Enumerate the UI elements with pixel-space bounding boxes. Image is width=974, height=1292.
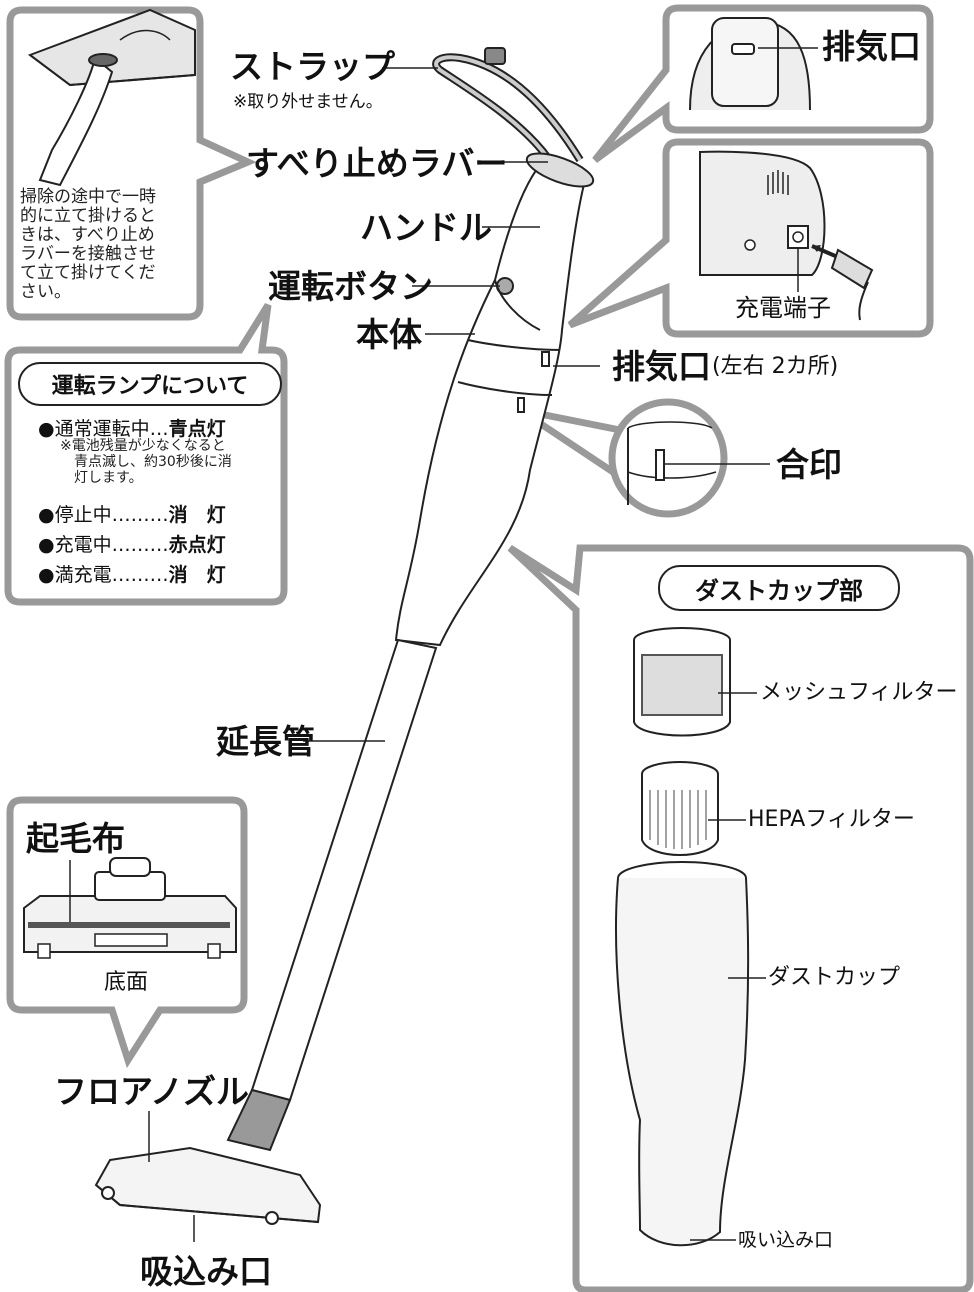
lamp-row-status: 消 灯 (168, 504, 226, 526)
lamp-sub-line: 青点滅し、約30秒後に消 (74, 454, 232, 470)
hang-note-line: て立て掛けてくだ (20, 263, 156, 283)
exhaust-top-callout (592, 4, 934, 163)
dust-cup-title: ダストカップ部 (658, 565, 900, 611)
mesh-filter-label: メッシュフィルター (760, 680, 958, 705)
lamp-sub-line: 灯します。 (74, 470, 143, 486)
lamp-sub-note: ※電池残量が少なくなると 青点滅し、約30秒後に消 灯します。 (60, 438, 232, 486)
hang-note-line: きは、すべり止め (20, 225, 155, 245)
exhaust-side-label: 排気口 (612, 347, 711, 386)
charge-terminal-label: 充電端子 (735, 294, 831, 322)
lamp-row-label: 満充電……… (54, 564, 169, 586)
strap-label: ストラップ (230, 47, 395, 86)
alignment-mark-label: 合印 (776, 445, 842, 484)
lamp-row-label: 通常運転中… (54, 418, 169, 440)
bottom-view-label: 底面 (104, 970, 149, 995)
dust-cup-parts (615, 627, 750, 1247)
lamp-row-status: 消 灯 (168, 564, 226, 586)
lamp-row-status: 青点灯 (168, 418, 226, 440)
hang-note-line: さい。 (20, 282, 71, 302)
charge-terminal-callout (567, 138, 934, 338)
leader-lines (69, 47, 818, 1242)
hang-note-line: 的に立て掛けると (20, 206, 156, 226)
intake-label: 吸い込み口 (738, 1229, 834, 1251)
body-label: 本体 (356, 315, 422, 354)
hepa-filter-label: HEPAフィルター (748, 807, 915, 832)
hang-note-line: ラバーを接触させ (20, 244, 156, 264)
bullet: ● (38, 564, 55, 586)
hang-note-line: 掃除の途中で一時 (20, 187, 156, 207)
alignment-mark-callout (518, 398, 728, 518)
suction-port-label: 吸込み口 (140, 1252, 272, 1291)
bullet: ● (38, 504, 55, 526)
lamp-row-label: 停止中……… (54, 504, 169, 526)
hang-note-callout (6, 6, 257, 321)
vacuum-main (94, 47, 595, 1225)
lamp-row-status: 赤点灯 (168, 534, 226, 556)
bullet: ● (38, 418, 55, 440)
extension-pipe-label: 延長管 (216, 722, 315, 761)
lamp-title: 運転ランプについて (18, 362, 282, 406)
lamp-row: ●通常運転中…青点灯 (38, 414, 226, 441)
antislip-rubber-label: すべり止めラバー (246, 144, 508, 183)
strap-note: ※取り外せません。 (233, 92, 383, 112)
lamp-row: ●満充電………消 灯 (38, 560, 226, 587)
bullet: ● (38, 534, 55, 556)
lamp-row: ●充電中………赤点灯 (38, 530, 226, 557)
hang-note: 掃除の途中で一時 的に立て掛けると きは、すべり止め ラバーを接触させ て立て掛… (20, 188, 156, 302)
lamp-row: ●停止中………消 灯 (38, 500, 226, 527)
handle-label: ハンドル (360, 208, 492, 247)
lamp-row-label: 充電中……… (54, 534, 169, 556)
dust-cup-label: ダストカップ (768, 965, 901, 990)
exhaust-side-note: (左右 2カ所) (712, 354, 839, 379)
raised-cloth-label: 起毛布 (26, 819, 125, 858)
exhaust-top-label: 排気口 (822, 27, 921, 66)
lamp-sub-line: ※電池残量が少なくなると (60, 438, 226, 454)
floor-nozzle-label: フロアノズル (54, 1072, 250, 1111)
power-button-label: 運転ボタン (268, 267, 433, 306)
nozzle-bottom-callout (6, 796, 248, 1069)
